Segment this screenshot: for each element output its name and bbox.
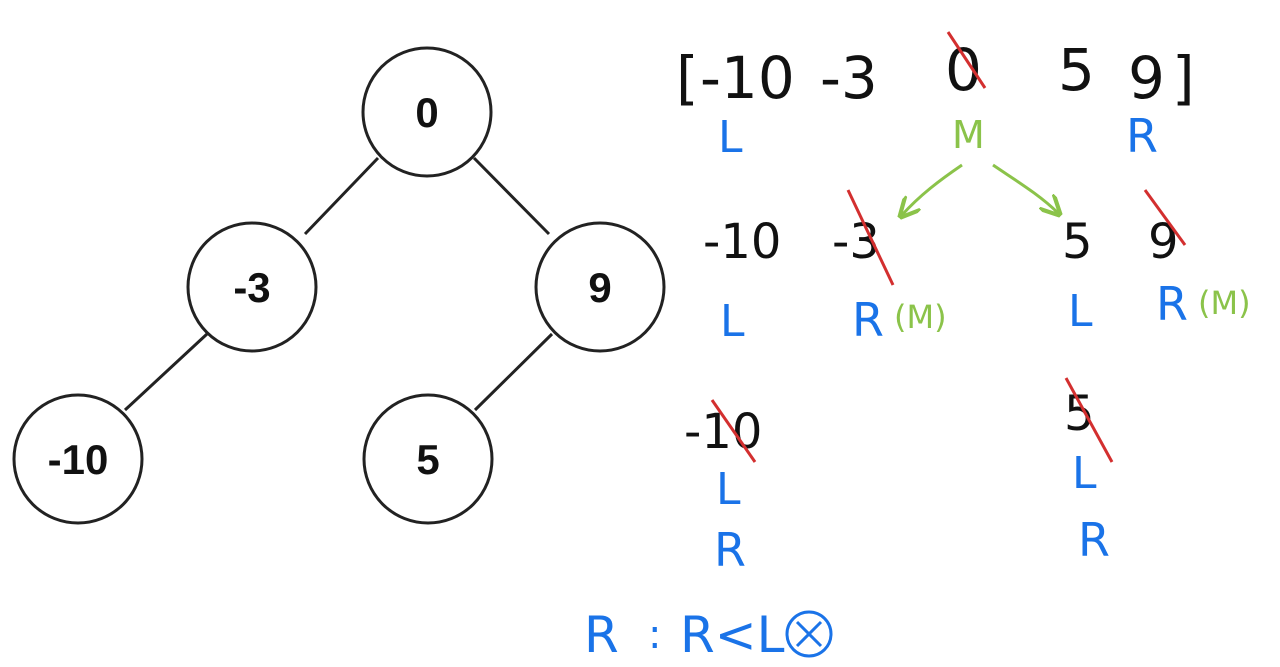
label-R-row2-left: R	[852, 293, 884, 347]
label-R-row3-right: R	[1078, 513, 1110, 567]
termination-rule: R : R<L	[584, 606, 833, 664]
label-R-row1: R	[1126, 109, 1158, 163]
tree-node-minus3: -3	[186, 221, 318, 353]
label-R-row3-left: R	[714, 523, 746, 577]
node-label-minus10: -10	[48, 436, 109, 483]
tree-node-0: 0	[361, 46, 493, 178]
node-label-5: 5	[416, 436, 439, 483]
label-R-row2-right: R	[1156, 277, 1188, 331]
row2-value-minus10: -10	[703, 214, 781, 270]
strike-row3-5	[1064, 377, 1114, 463]
strike-row2-9	[1143, 189, 1187, 246]
edge-minus3-to-minus10	[123, 332, 209, 412]
label-L-row1: L	[718, 112, 743, 163]
binary-tree: 0 -3 9 -10 5	[12, 46, 666, 525]
strike-array-0	[946, 31, 987, 89]
array-value-minus3: -3	[820, 44, 878, 112]
footer-rule: R<L	[680, 606, 785, 664]
label-M-row2-right: (M)	[1198, 284, 1251, 322]
footer-colon: :	[648, 612, 661, 658]
row2-value-5: 5	[1062, 214, 1093, 270]
node-label-0: 0	[415, 89, 438, 136]
label-L-row2-right: L	[1068, 286, 1093, 337]
array-close-bracket: ]	[1172, 44, 1195, 112]
node-label-minus3: -3	[233, 264, 270, 311]
edge-9-to-5	[473, 332, 554, 412]
node-label-9: 9	[588, 264, 611, 311]
array-value-9: 9	[1128, 44, 1165, 112]
row3-value-minus10: -10	[684, 404, 762, 460]
edge-0-to-9	[472, 156, 551, 236]
tree-node-9: 9	[534, 221, 666, 353]
circled-x-icon	[785, 610, 833, 658]
label-M-row1: M	[952, 113, 985, 157]
array-open-bracket: [	[676, 44, 699, 112]
row2-values: -10 -3 5 9	[703, 214, 1179, 270]
edge-0-to-minus3	[303, 156, 380, 236]
arrow-m-to-right	[992, 163, 1058, 213]
tree-node-5: 5	[362, 393, 494, 525]
array-value-0: 0	[945, 36, 982, 104]
label-L-row3-right: L	[1072, 448, 1097, 499]
label-L-row3-left: L	[716, 464, 741, 515]
row3-values: -10 5	[684, 386, 1095, 460]
array-value-minus10: -10	[700, 44, 795, 112]
array-value-5: 5	[1058, 36, 1095, 104]
label-M-row2-left: (M)	[894, 298, 947, 336]
row3-value-5: 5	[1064, 386, 1095, 442]
arrow-m-to-left	[902, 163, 963, 215]
array-row: [ -10 -3 0 5 9 ]	[676, 36, 1195, 112]
strike-row3-minus10	[710, 399, 757, 463]
tree-node-minus10: -10	[12, 393, 144, 525]
footer-R: R	[584, 606, 619, 664]
tree-edges	[123, 156, 554, 412]
label-L-row2-left: L	[720, 296, 745, 347]
strike-row2-minus3	[846, 189, 895, 286]
handwritten-notes: [ -10 -3 0 5 9 ] L M R -10 -3 5 9 L R (M…	[584, 31, 1251, 664]
row2-value-9: 9	[1148, 214, 1179, 270]
